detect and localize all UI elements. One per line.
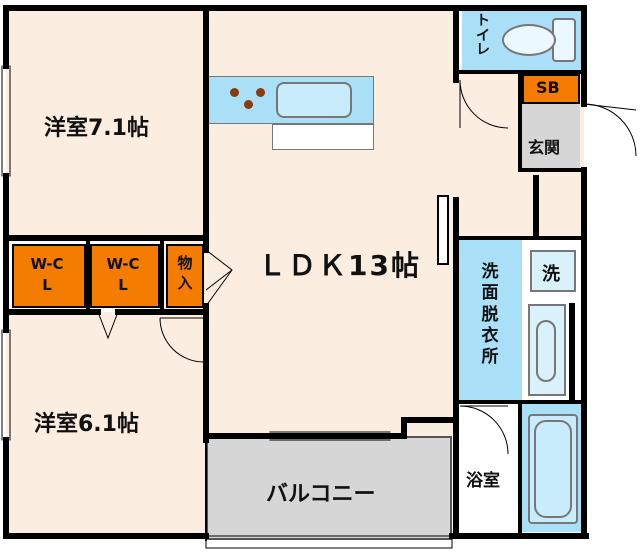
stove-burner-1 bbox=[230, 88, 239, 97]
shoe-box-label: SB bbox=[536, 78, 560, 97]
kitchen-lower-counter bbox=[272, 124, 374, 150]
washroom-label: 洗面脱衣所 bbox=[481, 262, 499, 367]
closet-2-label: W-CL bbox=[106, 255, 140, 294]
bathroom-label: 浴室 bbox=[466, 471, 500, 491]
bathtub bbox=[528, 414, 578, 524]
bathtub-inner bbox=[534, 420, 572, 518]
entrance-label: 玄関 bbox=[528, 138, 561, 157]
stove-burner-2 bbox=[244, 100, 253, 109]
walk-in-closet-2 bbox=[90, 244, 160, 308]
balcony-label: バルコニー bbox=[266, 482, 376, 507]
vanity-basin bbox=[536, 320, 556, 382]
toilet-label: トイレ bbox=[476, 13, 490, 59]
entrance-floor bbox=[522, 104, 580, 170]
closet-1-label: W-CL bbox=[30, 255, 64, 294]
western-room-1-label: 洋室7.1帖 bbox=[44, 116, 149, 141]
western-room-1-floor bbox=[6, 8, 206, 236]
storage-closet bbox=[166, 244, 204, 308]
vanity-sink bbox=[528, 304, 566, 396]
washer-space bbox=[530, 250, 576, 292]
stove-burner-3 bbox=[256, 88, 265, 97]
storage-label: 物入 bbox=[177, 254, 193, 292]
western-room-2-label: 洋室6.1帖 bbox=[34, 412, 139, 437]
washroom-floor bbox=[458, 240, 522, 402]
kitchen-sink bbox=[276, 82, 352, 118]
walk-in-closet-1 bbox=[12, 244, 86, 308]
ldk-label: ＬＤＫ13帖 bbox=[258, 249, 421, 282]
toilet-bowl bbox=[502, 24, 556, 56]
shoe-box bbox=[522, 74, 580, 104]
washer-label: 洗 bbox=[542, 264, 560, 285]
